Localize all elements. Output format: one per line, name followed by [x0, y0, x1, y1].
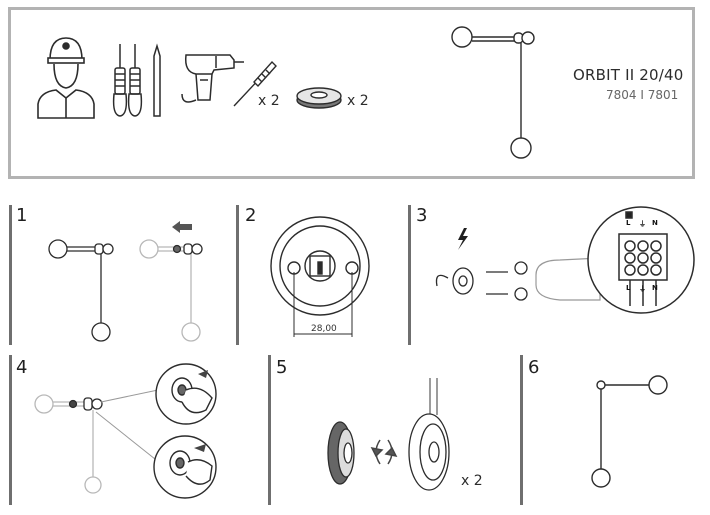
step-5-lamp-head	[408, 378, 450, 491]
step-4-leader-lines	[95, 389, 161, 464]
step-5-divider	[268, 355, 271, 505]
step-2-mounting-plate	[270, 216, 370, 316]
step-3-number: 3	[416, 205, 428, 226]
terminal-label-bottom-n: N	[652, 284, 658, 292]
product-title: ORBIT II 20/40	[573, 66, 684, 84]
step-6-divider	[520, 355, 523, 505]
step-1-ghost-lamp	[139, 239, 201, 342]
terminal-label-top-l: L	[626, 219, 631, 227]
plate-quantity: x 2	[347, 93, 369, 109]
step-5-quantity: x 2	[461, 473, 483, 489]
step-3-wall-box	[535, 257, 601, 301]
step-6-number: 6	[528, 357, 540, 378]
step-4-ghost-lamp	[34, 394, 102, 494]
step-1-illustration	[48, 239, 114, 342]
step-1-number: 1	[16, 205, 28, 226]
step-2-divider	[236, 205, 239, 345]
wall-anchor-icon	[233, 60, 277, 107]
screwdriver-icon	[112, 44, 143, 117]
step-4-divider	[9, 355, 12, 505]
step-4-number: 4	[16, 357, 28, 378]
terminal-label-top-n: N	[652, 219, 658, 227]
step-4-zoom-bottom	[153, 435, 217, 499]
product-lamp-illustration	[451, 26, 535, 159]
power-warning-icon	[458, 228, 468, 250]
step-3-divider	[408, 205, 411, 345]
pencil-icon	[153, 43, 161, 117]
terminal-label-bottom-l: L	[626, 284, 631, 292]
terminal-label-bottom-ground: ⏚	[639, 285, 646, 293]
step-5-number: 5	[276, 357, 288, 378]
drill-icon	[181, 54, 244, 103]
rotate-arrow-icon	[370, 439, 398, 465]
header-panel	[8, 7, 695, 179]
anchor-quantity: x 2	[258, 93, 280, 109]
installer-icon	[37, 37, 95, 119]
step-2-dimension-label: 28,00	[311, 324, 337, 334]
step-3-terminal-block	[587, 206, 695, 314]
step-1-detach-parts	[172, 243, 203, 255]
step-1-arrow-icon	[172, 221, 192, 233]
product-code: 7804 I 7801	[606, 88, 679, 102]
step-1-divider	[9, 205, 12, 345]
terminal-label-top-ground: ⏚	[639, 220, 646, 228]
step-3-cable-plate	[435, 261, 528, 301]
step-4-zoom-top	[155, 363, 217, 425]
step-4-parts	[68, 397, 103, 411]
step-2-dimension-line	[293, 272, 353, 337]
step-2-number: 2	[245, 205, 257, 226]
mounting-plate-icon	[296, 87, 342, 109]
step-5-plate-side	[327, 421, 355, 485]
step-6-lamp	[591, 375, 668, 488]
